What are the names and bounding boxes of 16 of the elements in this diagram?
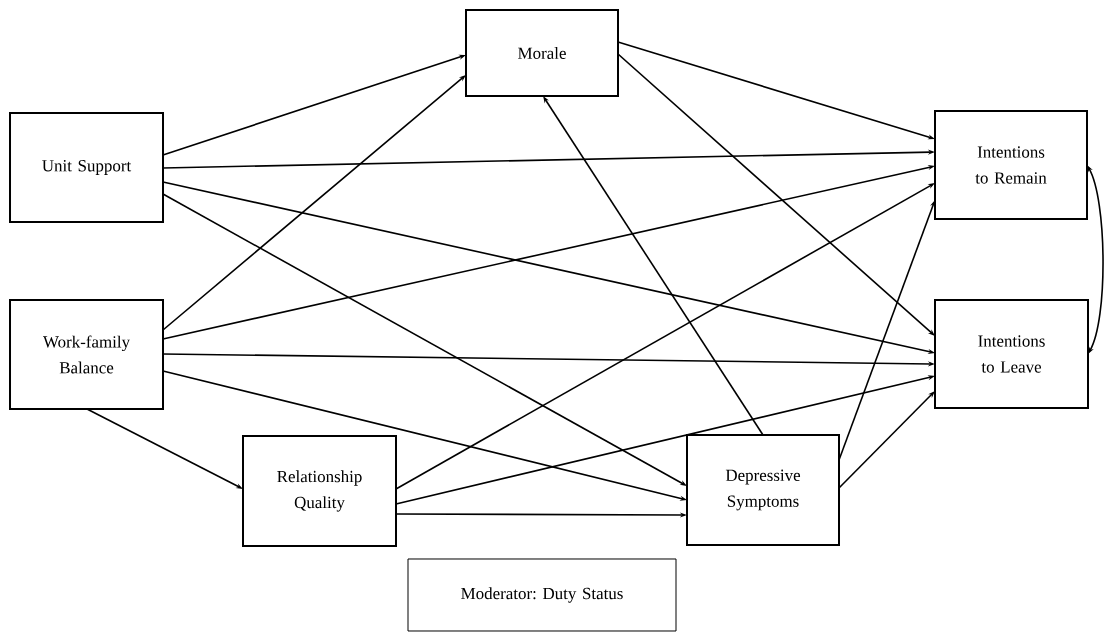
variable-box: Unit Support bbox=[9, 112, 164, 223]
arrow bbox=[162, 193, 687, 486]
variable-box: Depressive Symptoms bbox=[686, 434, 840, 546]
arrow bbox=[395, 183, 935, 490]
double-arrow bbox=[1087, 165, 1104, 354]
arrow bbox=[838, 391, 935, 489]
moderator-box: Moderator: Duty Status bbox=[407, 558, 677, 632]
variable-box: Intentions to Leave bbox=[934, 299, 1089, 409]
variable-box: Relationship Quality bbox=[242, 435, 397, 547]
variable-box: Work-family Balance bbox=[9, 299, 164, 410]
arrow bbox=[162, 75, 466, 331]
arrow bbox=[543, 96, 764, 436]
arrow bbox=[86, 408, 243, 489]
variable-box: Morale bbox=[465, 9, 619, 97]
variable-box: Intentions to Remain bbox=[934, 110, 1088, 220]
arrow bbox=[617, 53, 935, 336]
